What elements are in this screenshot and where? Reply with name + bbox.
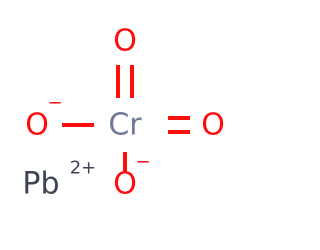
bond-cr-o-right — [168, 116, 190, 134]
atom-chromium: Cr — [108, 108, 142, 143]
atom-oxygen-left: O — [25, 108, 49, 143]
lead-chromate-structure: Cr O O O − O − Pb 2+ — [22, 24, 225, 202]
charge-oxygen-left: − — [47, 93, 62, 114]
bond-cr-o-top — [116, 65, 134, 98]
atom-lead: Pb — [22, 167, 59, 202]
atom-oxygen-top: O — [113, 24, 137, 59]
charge-lead: 2+ — [70, 158, 97, 179]
atom-oxygen-right: O — [201, 108, 225, 143]
charge-oxygen-bottom: − — [135, 152, 150, 173]
atom-oxygen-bottom: O — [113, 167, 137, 202]
